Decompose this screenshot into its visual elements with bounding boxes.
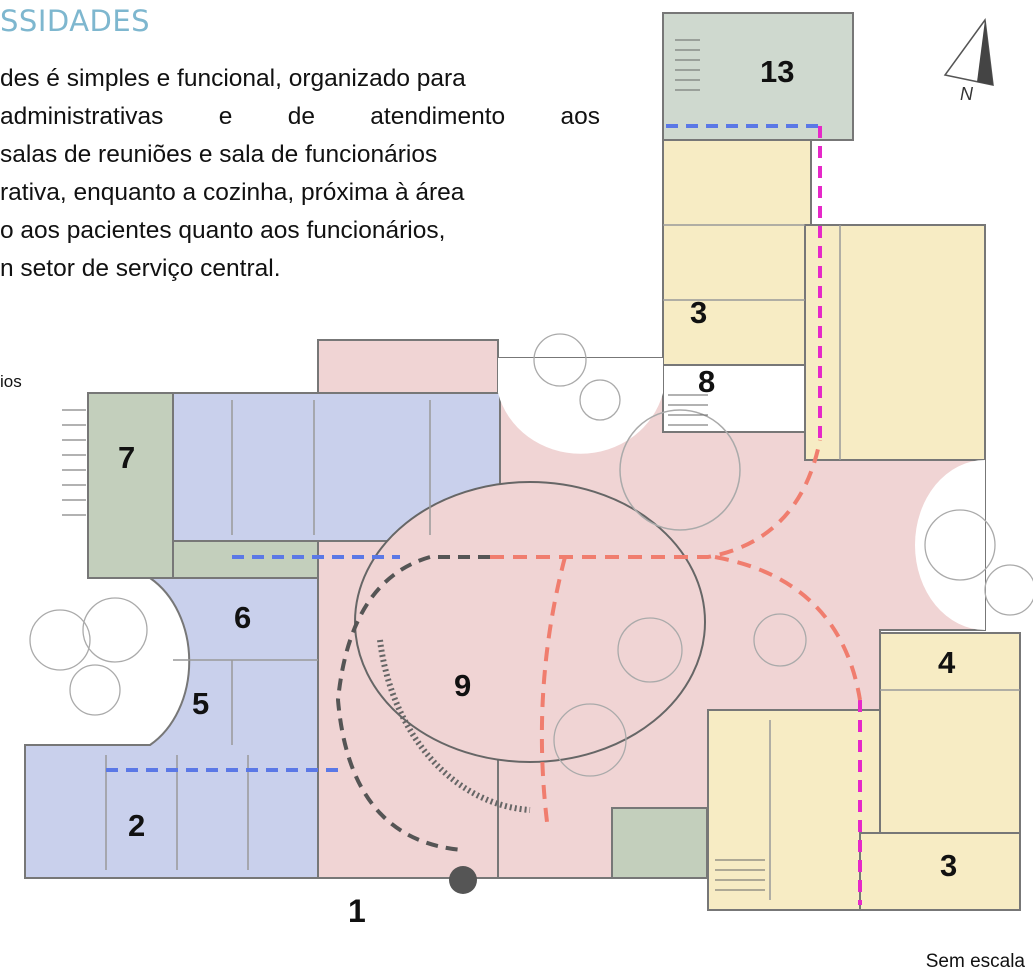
zone-kitchen-7 [87, 392, 174, 579]
path-dark-entrance [335, 555, 490, 852]
section-heading: SSIDADES [0, 4, 151, 38]
paragraph-line: rativa, enquanto a cozinha, próxima à ár… [0, 179, 465, 206]
room-label-3-top: 3 [690, 295, 707, 330]
stair-hub [668, 394, 708, 426]
room-label-8: 8 [698, 364, 715, 399]
north-arrow-icon: N [943, 18, 994, 104]
scale-note: Sem escala [925, 951, 1025, 972]
north-arrow-letter: N [960, 84, 974, 104]
room-label-4: 4 [938, 645, 956, 680]
stair-south [715, 859, 765, 891]
stair-north [675, 39, 700, 91]
landscape-trees [29, 333, 1033, 777]
room-label-5: 5 [192, 686, 209, 721]
zone-patient-wing-east [879, 632, 1021, 834]
central-oval-room-9 [354, 481, 706, 763]
room-label-6: 6 [234, 600, 251, 635]
round-meeting-area [619, 409, 741, 531]
room-label-2: 2 [128, 808, 145, 843]
zone-service-entrance [611, 807, 708, 879]
courtyard-east [915, 460, 985, 630]
room-label-7: 7 [118, 440, 135, 475]
stair-west-exterior [62, 409, 86, 516]
zone-kitchen-corridor [172, 540, 319, 579]
truncated-legend-label: ios [0, 372, 22, 391]
room-label-13: 13 [760, 54, 794, 89]
interior-walls [105, 224, 1020, 900]
zone-north-room-13 [662, 12, 854, 141]
path-salmon-east [714, 555, 862, 701]
paragraph-line: salas de reuniões e sala de funcionários [0, 141, 438, 168]
zone-patient-wing-top-left [662, 139, 812, 366]
room-label-3-bottom: 3 [940, 848, 957, 883]
paragraph-line: o aos pacientes quanto aos funcionários, [0, 217, 446, 244]
oval-seating-steps [377, 639, 531, 813]
paragraph-line: administrativas e de atendimento aos [0, 103, 600, 130]
zone-patient-wing-south [707, 709, 881, 911]
zone-patient-wing-south-east [859, 832, 1021, 911]
room-label-9: 9 [454, 668, 471, 703]
paragraph-line: des é simples e funcional, organizado pa… [0, 65, 466, 92]
paragraph-line: n setor de serviço central. [0, 255, 281, 282]
zone-patient-wing-top-right [804, 224, 986, 461]
zone-admin-left [24, 577, 319, 879]
description-paragraph: des é simples e funcional, organizado pa… [0, 55, 600, 288]
path-salmon-south [539, 556, 567, 831]
entrance-marker [449, 866, 477, 894]
room-label-1: 1 [348, 893, 366, 929]
